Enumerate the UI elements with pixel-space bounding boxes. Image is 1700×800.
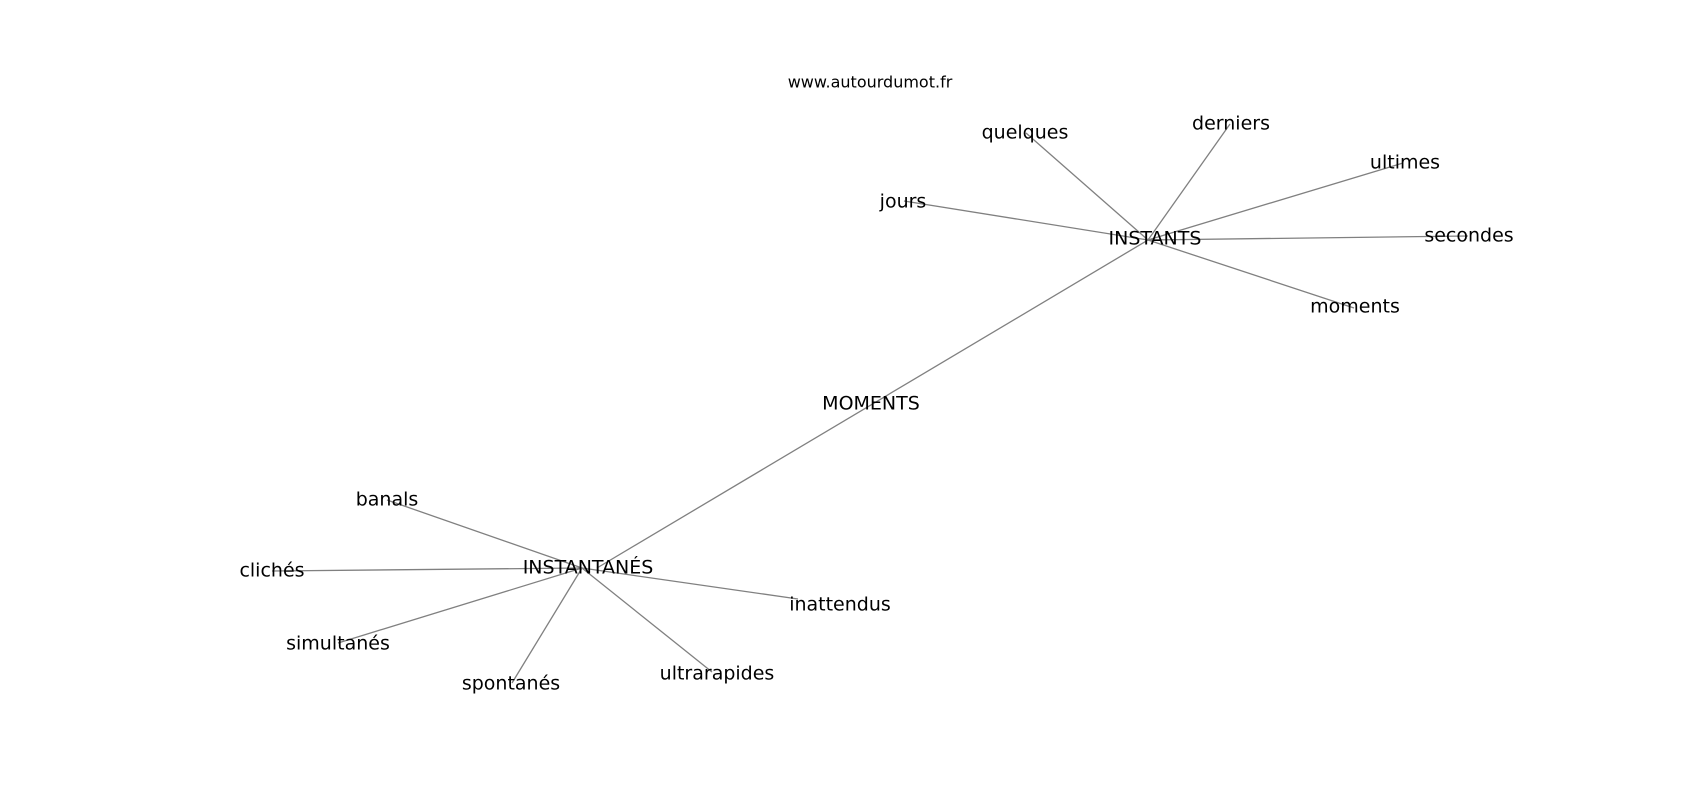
edge-instantanes-simultanes [337,567,583,644]
node-inattendus: inattendus [789,594,891,616]
node-center: MOMENTS [822,393,920,415]
graph-node-labels: www.autourdumot.fr MOMENTS INSTANTS quel… [239,73,1513,695]
edge-instantanes-inattendus [581,567,799,600]
watermark: www.autourdumot.fr [788,73,953,92]
node-spontanes: spontanés [462,673,560,695]
graph-edges [271,123,1469,684]
node-hub-instantanes: INSTANTANÉS [523,556,654,579]
node-banals: banals [356,489,419,511]
edge-instants-derniers [1147,123,1231,241]
node-moments: moments [1310,296,1400,318]
node-quelques: quelques [982,122,1069,144]
node-cliches: clichés [239,560,304,582]
node-hub-instants: INSTANTS [1109,228,1202,250]
node-simultanes: simultanés [286,633,390,655]
edge-instants-secondes [1147,235,1469,241]
edge-instants-ultimes [1147,162,1404,241]
node-derniers: derniers [1192,113,1270,135]
node-jours: jours [879,191,927,213]
edge-instantanes-spontanes [511,567,583,684]
edge-instantanes-cliches [271,567,583,572]
edge-instantanes-banals [386,499,583,569]
edge-instants-jours [903,200,1149,241]
edge-instants-moments [1147,239,1355,309]
node-secondes: secondes [1424,225,1513,247]
edge-moments-instants [596,239,1149,569]
edge-instants-quelques [1025,132,1149,241]
edge-instantanes-ultrarapides [581,567,713,673]
node-ultrarapides: ultrarapides [660,663,775,685]
node-ultimes: ultimes [1370,152,1440,174]
